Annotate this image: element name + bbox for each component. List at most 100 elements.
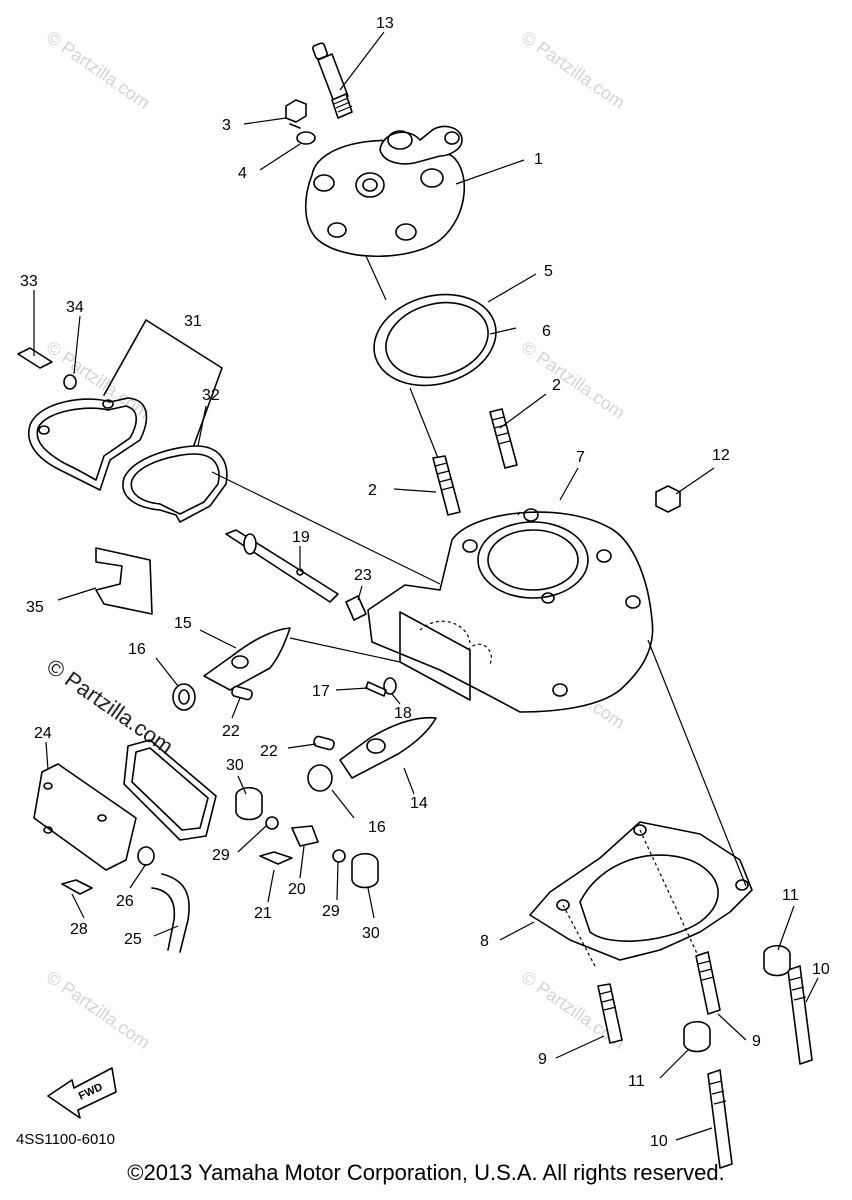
dowel-pin-part [231, 685, 253, 701]
callout-leaders [33, 31, 819, 1141]
callout-8: 8 [480, 933, 489, 950]
callout-16: 16 [368, 819, 386, 836]
valve-rod-part [225, 529, 339, 603]
callout-35: 35 [26, 599, 44, 616]
callout-30: 30 [362, 925, 380, 942]
bolt-part [259, 851, 293, 865]
callout-29: 29 [212, 847, 230, 864]
flange-bolt-part [17, 347, 53, 369]
hose-clamp-part [137, 846, 155, 866]
callout-21: 21 [254, 905, 272, 922]
callout-10: 10 [650, 1133, 668, 1150]
callout-13: 13 [376, 15, 394, 32]
callout-1: 1 [534, 151, 543, 168]
small-clip-part [265, 816, 279, 830]
callout-32: 32 [202, 387, 220, 404]
callout-20: 20 [288, 881, 306, 898]
exhaust-valve-part [339, 716, 437, 779]
exhaust-valve-part [203, 627, 291, 691]
stud-bolt-part [707, 1069, 733, 1169]
callout-28: 28 [70, 921, 88, 938]
collar-part [345, 595, 367, 621]
callout-11: 11 [628, 1073, 645, 1090]
small-clip-part [332, 849, 346, 863]
callout-19: 19 [292, 529, 310, 546]
watermark: © Partzilla.com [43, 337, 154, 423]
dowel-pin-part [313, 735, 335, 751]
washer-part [296, 131, 316, 145]
callout-10: 10 [812, 961, 830, 978]
callout-2: 2 [552, 377, 561, 394]
cap-nut-part [683, 1020, 711, 1053]
callout-22: 22 [222, 723, 240, 740]
o-ring-part [373, 293, 497, 387]
watermark: © Partzilla.com [518, 27, 629, 113]
callout-labels: 13 3 4 1 5 6 2 2 7 12 33 34 31 32 19 23 … [20, 15, 830, 1150]
callout-16: 16 [128, 641, 146, 658]
callout-33: 33 [20, 273, 38, 290]
callout-5: 5 [544, 263, 553, 280]
callout-31: 31 [184, 313, 202, 330]
cap-nut-part [763, 944, 791, 977]
forward-direction-arrow: FWD [47, 1067, 117, 1119]
callout-18: 18 [394, 705, 412, 722]
cylinder-head-part [304, 125, 466, 258]
watermark: © Partzilla.com [518, 337, 629, 423]
callout-25: 25 [124, 931, 142, 948]
callout-15: 15 [174, 615, 192, 632]
stud-bolt-part [432, 455, 461, 516]
watermark: © Partzilla.com [43, 27, 154, 113]
valve-cover-part [27, 397, 148, 491]
callout-17: 17 [312, 683, 330, 700]
watermark: © Partzilla.com [42, 654, 178, 760]
assembly-lines [211, 255, 747, 887]
callout-26: 26 [116, 893, 134, 910]
callout-30: 30 [226, 757, 244, 774]
o-ring-part [385, 301, 489, 379]
callout-11: 11 [782, 887, 799, 904]
callout-3: 3 [222, 117, 231, 134]
screw-part [61, 879, 93, 895]
cylinder-part [367, 508, 654, 713]
screw-part [365, 681, 387, 697]
flange-nut-part [655, 485, 681, 513]
callout-7: 7 [576, 449, 585, 466]
callout-2: 2 [368, 482, 377, 499]
head-bolt-part [285, 99, 307, 129]
stud-bolt-part [787, 965, 813, 1065]
bracket-part [291, 825, 319, 847]
valve-bushing-part [172, 683, 196, 711]
seal-part [95, 547, 153, 615]
breather-hose-part [151, 873, 190, 953]
callout-9: 9 [538, 1051, 547, 1068]
roller-part [351, 852, 379, 889]
callout-9: 9 [752, 1033, 761, 1050]
callout-22: 22 [260, 743, 278, 760]
stud-bolt-part [489, 408, 518, 469]
washer-part [383, 677, 397, 695]
base-gasket-part [529, 821, 753, 969]
cover-gasket-part [123, 739, 217, 841]
callout-23: 23 [354, 567, 372, 584]
valve-bushing-part [178, 689, 190, 705]
callout-29: 29 [322, 903, 340, 920]
callout-6: 6 [542, 323, 551, 340]
spark-plug-part [312, 42, 353, 119]
catalog-code: 4SS1100-6010 [16, 1131, 115, 1148]
callout-24: 24 [34, 725, 52, 742]
stud-bolt-part [597, 983, 623, 1044]
washer-part [63, 374, 77, 390]
roller-part [235, 786, 263, 821]
cover-bracket-part [103, 319, 223, 446]
watermark: © Partzilla.com [43, 967, 154, 1053]
callout-14: 14 [410, 795, 428, 812]
valve-bushing-part [307, 764, 333, 792]
cover-plate-part [33, 763, 137, 871]
callout-12: 12 [712, 447, 730, 464]
stud-bolt-part [695, 951, 721, 1015]
valve-cover-gasket-part [122, 445, 228, 523]
copyright-notice: ©2013 Yamaha Motor Corporation, U.S.A. A… [127, 1160, 725, 1185]
callout-4: 4 [238, 165, 247, 182]
callout-34: 34 [66, 299, 84, 316]
